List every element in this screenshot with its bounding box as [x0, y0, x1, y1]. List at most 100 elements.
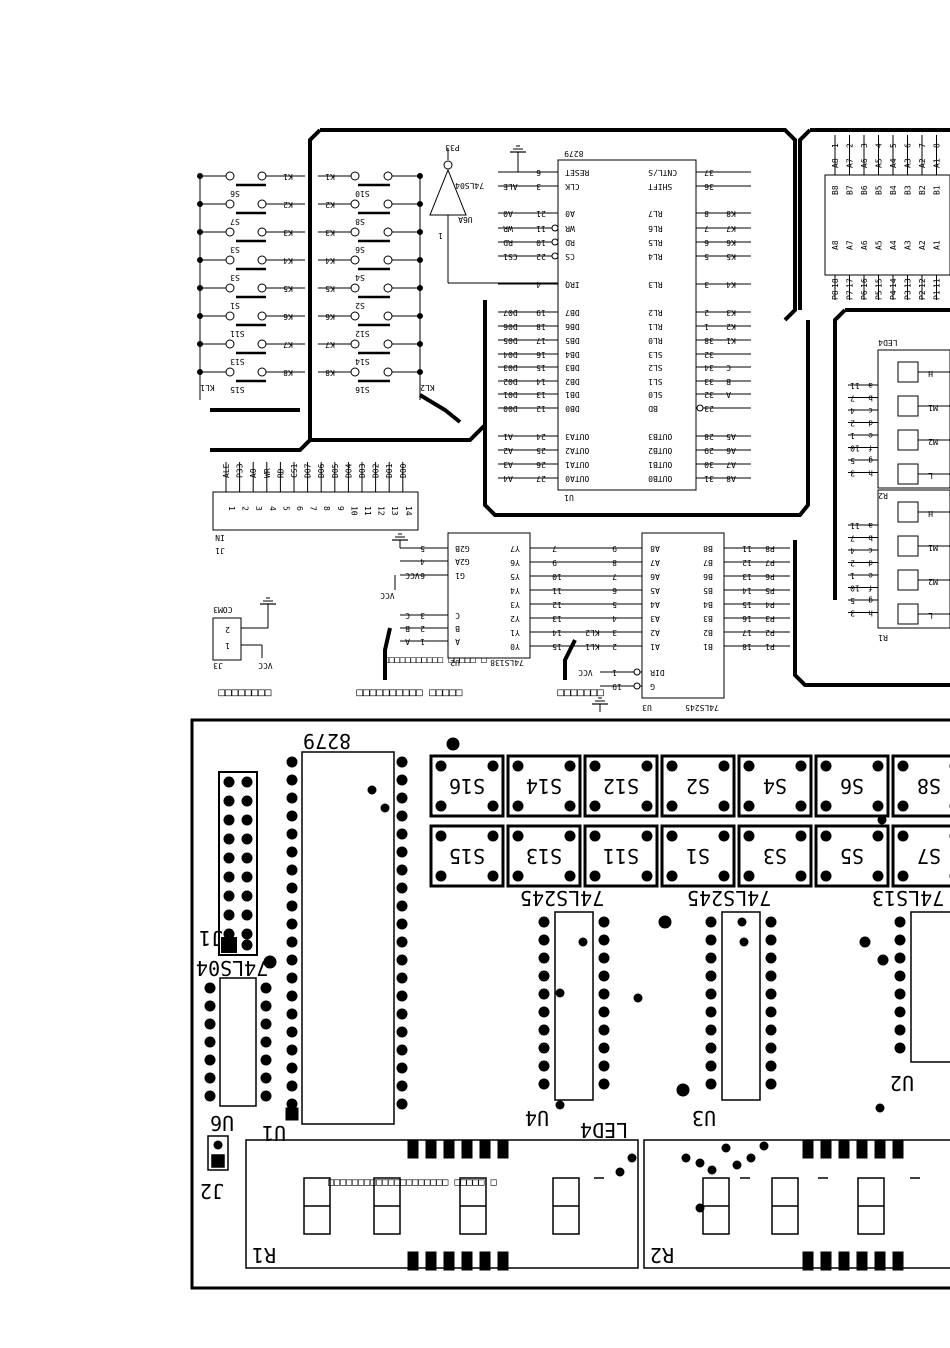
u3-b-pin-name: B7	[703, 558, 713, 567]
header-bottom-pin: 11	[933, 278, 942, 288]
caption-4: □ □□□□□ □□□□□□□□□□□	[383, 655, 487, 665]
u1-right-pin-num: 30	[704, 460, 714, 469]
u2-input-net: B	[405, 624, 410, 633]
j1-net-label: ALE	[222, 463, 231, 478]
pcb-u6-pad	[205, 1091, 215, 1101]
keypad-left-junction	[198, 202, 203, 207]
pcb-key-pad	[821, 831, 831, 841]
pcb-u1-pad	[287, 1045, 297, 1055]
u1-right-pin-num: 29	[704, 446, 714, 455]
header-body	[825, 175, 950, 275]
header-a-label: A4	[889, 240, 898, 250]
u2-input-net: A	[405, 637, 410, 646]
pcb-key-pad	[796, 831, 806, 841]
key-left-net: K4	[283, 256, 293, 265]
keypad-left-junction	[198, 258, 203, 263]
u1-left-pin-num: 21	[536, 209, 546, 218]
u3-b-pin-name: B5	[703, 586, 713, 595]
u1-right-pin-num: 38	[704, 336, 714, 345]
u1-left-pin-num: 25	[536, 446, 546, 455]
key-right-contact-a	[351, 284, 359, 292]
j3-designator: J3	[213, 661, 223, 670]
header-bottom-net: P7	[846, 290, 855, 300]
led-segment-box	[898, 362, 918, 382]
u6-output-bubble	[444, 161, 452, 169]
u1-left-pin-num: 19	[536, 308, 546, 317]
pcb-led-pad-bottom	[803, 1252, 813, 1270]
pcb-key-pad	[898, 801, 908, 811]
pcb-u1-pad	[397, 973, 407, 983]
u1-right-pin-num: 31	[704, 474, 714, 483]
key-left-contact-a	[226, 200, 234, 208]
u2-output-name: Y1	[510, 628, 520, 637]
u1-left-pin-name: A0	[565, 209, 575, 218]
header-top-label: A6	[860, 158, 869, 168]
u1-right-pin-name: RL1	[648, 322, 663, 331]
pcb-mark	[634, 994, 642, 1002]
u1-left-pin-name: DB2	[565, 377, 580, 386]
led-segment-box	[898, 464, 918, 484]
u1-right-net: K8	[726, 209, 736, 218]
header-bottom-net: P2	[918, 290, 927, 300]
pcb-key-pad	[898, 831, 908, 841]
u2-input-name: A	[455, 637, 460, 646]
pcb-u1-pad	[287, 901, 297, 911]
keypad-left-junction	[198, 314, 203, 319]
led-block-r1: R1	[878, 633, 888, 642]
key-left-net: K5	[283, 284, 293, 293]
led-digit-block	[878, 490, 950, 628]
key-left-label: S7	[230, 217, 240, 226]
u1-left-pin-name: RESET	[565, 168, 589, 177]
pcb-mark	[876, 1104, 884, 1112]
j1-pin-number: 4	[268, 506, 277, 511]
key-left-net: K1	[283, 172, 293, 181]
j1-pin-number: 9	[336, 506, 345, 511]
led-seg-name: d	[868, 419, 873, 428]
key-right-contact-a	[351, 340, 359, 348]
pcb-key-pad	[821, 761, 831, 771]
u1-designator: U1	[564, 493, 574, 502]
u1-left-pin-num: 22	[536, 252, 546, 261]
u2-output-num: 15	[552, 642, 562, 651]
pcb-u6-pad	[261, 1091, 271, 1101]
pcb-key-pad	[590, 871, 600, 881]
key-right-contact-b	[384, 340, 392, 348]
pcb-key-label: S6	[840, 774, 864, 798]
pcb-245-pad	[766, 935, 776, 945]
u1-left-pin-num: 11	[536, 224, 546, 233]
pcb-key-label: S12	[603, 774, 639, 798]
j1-pin-number: 6	[295, 506, 304, 511]
led-digit-block	[878, 350, 950, 488]
u2-output-name: Y6	[510, 558, 520, 567]
pcb-mark	[556, 1101, 564, 1109]
u1-left-net: A0	[503, 209, 513, 218]
pcb-u2-pad	[895, 935, 905, 945]
u3-b-pin-num: 14	[742, 586, 752, 595]
u1-right-pin-num: 5	[704, 252, 709, 261]
header-top-label: A5	[875, 158, 884, 168]
pcb-u1-pad	[287, 1063, 297, 1073]
pcb-245-pad	[539, 917, 549, 927]
u1-right-pin-num: 32	[704, 350, 714, 359]
u2-input-name: C	[455, 611, 460, 620]
u1-inverting-bubble	[552, 253, 558, 259]
pcb-key-label: S14	[526, 774, 562, 798]
pcb-u1-pad	[287, 1009, 297, 1019]
pcb-key-pad	[513, 831, 523, 841]
header-top-pin: 1	[831, 143, 840, 148]
pcb-245-pad	[539, 1043, 549, 1053]
key-right-contact-b	[384, 200, 392, 208]
pcb-u6-pad	[205, 1073, 215, 1083]
u1-right-pin-num: 3	[704, 280, 709, 289]
led-seg-name: d	[868, 559, 873, 568]
u2-input-num: 6	[420, 571, 425, 580]
u1-right-pin-name: OUTB2	[648, 446, 672, 455]
key-right-net: K2	[325, 200, 335, 209]
pcb-j1-square-pad	[222, 938, 236, 952]
header-b-label: B8	[831, 185, 840, 195]
u1-right-pin-name: SHIFT	[648, 182, 672, 191]
pcb-245-pad	[599, 1007, 609, 1017]
led-seg-name: b	[868, 394, 873, 403]
key-left-contact-b	[258, 200, 266, 208]
u1-right-pin-name: CNTL/S	[648, 168, 677, 177]
